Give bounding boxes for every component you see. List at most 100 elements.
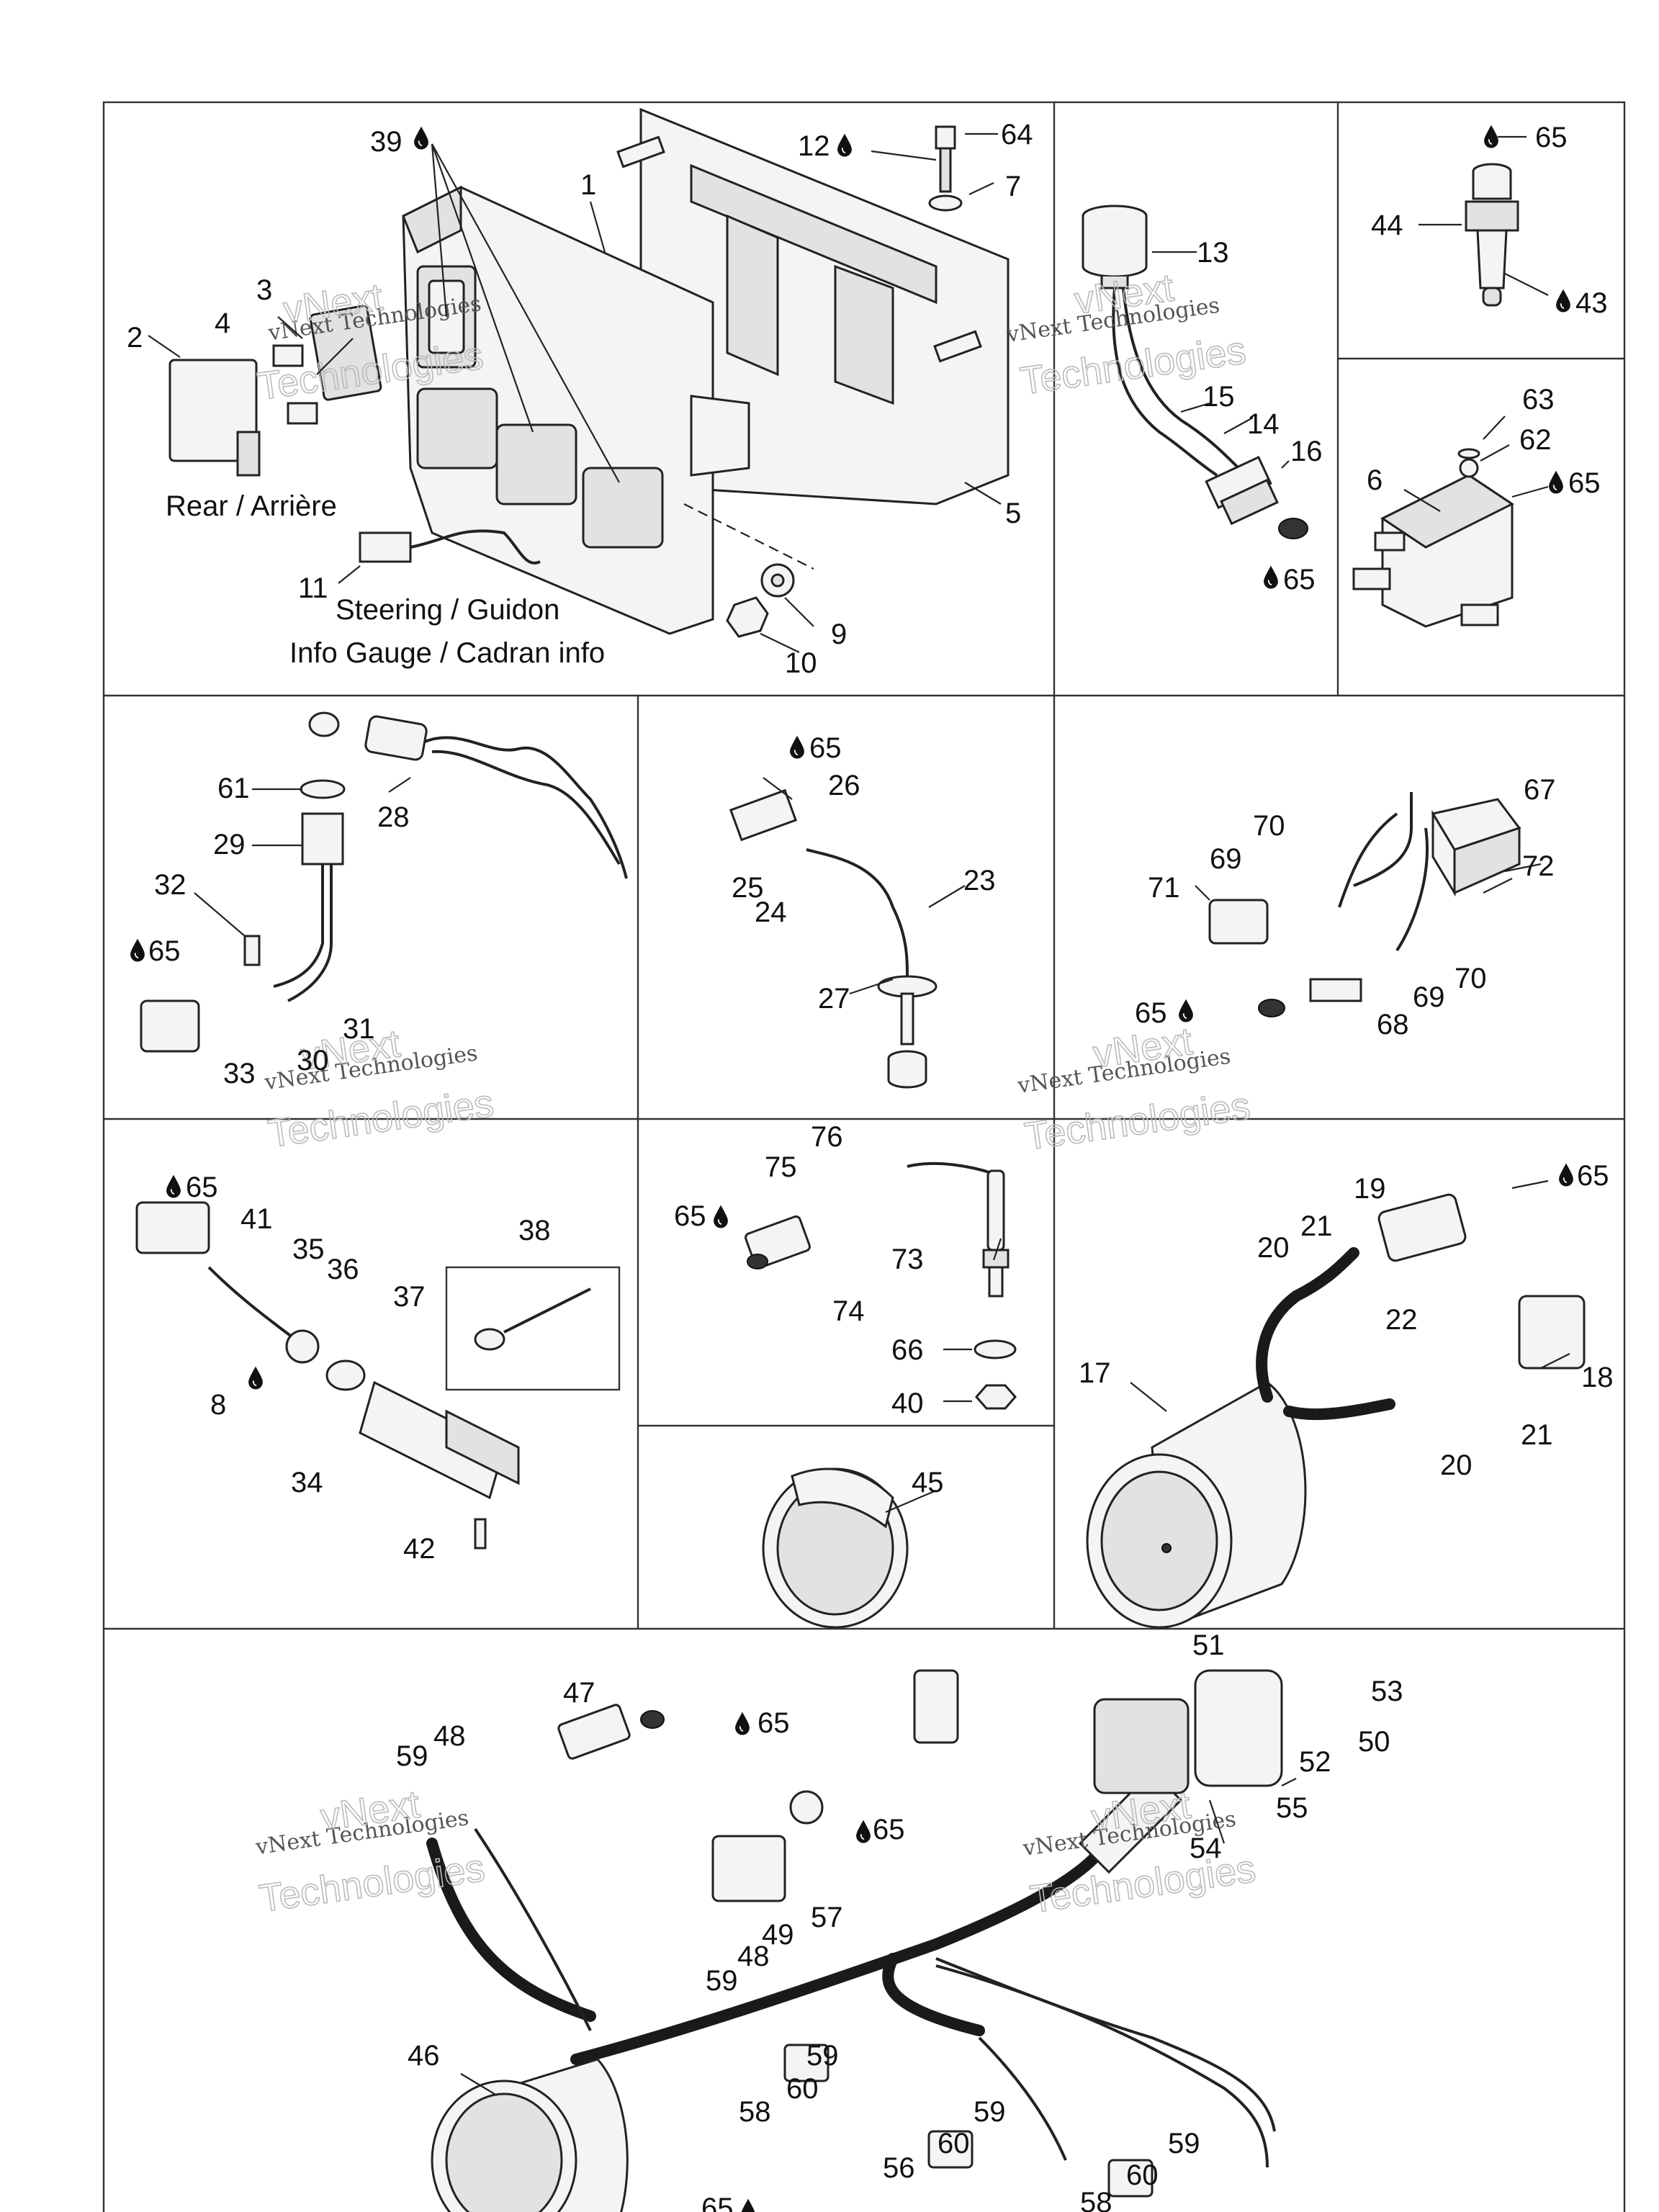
caption-steering: Steering / Guidon [336,594,559,626]
watermark-outline-bottom: Technologies [266,1082,497,1156]
watermark-outline-bottom: Technologies [1028,1847,1259,1921]
callout-57: 57 [811,1902,843,1933]
callout-26: 26 [828,770,860,801]
oil-drop-icon [855,1819,871,1843]
callout-58: 58 [1080,2187,1112,2212]
callout-65: 65 [757,1707,790,1739]
oil-drop-icon [1483,124,1499,148]
watermark-outline-bottom: Technologies [1022,1084,1253,1159]
callout-60: 60 [1126,2159,1159,2191]
oil-drop-icon [789,734,805,759]
oil-drop-icon [734,1711,750,1735]
callout-11: 11 [298,572,328,604]
oil-drop-icon [713,1204,729,1228]
callout-76: 76 [811,1121,843,1153]
callout-36: 36 [327,1254,359,1285]
oil-drop-icon [413,125,429,150]
panel-frames [102,101,1626,2212]
callout-70: 70 [1253,810,1285,842]
oil-drop-icon [1263,565,1279,589]
callout-61: 61 [217,773,250,804]
panel-tachometer-17 [1086,1193,1586,1629]
callout-65: 65 [1283,564,1316,595]
callout-30: 30 [297,1045,329,1076]
callout-39: 39 [370,126,403,158]
callout-65: 65 [674,1200,706,1232]
callout-40: 40 [891,1388,924,1419]
callout-48: 48 [433,1720,466,1752]
callout-41: 41 [240,1203,273,1235]
callout-50: 50 [1358,1726,1390,1758]
panel-ecm-module [168,107,1010,638]
callout-47: 47 [563,1677,595,1709]
callout-2: 2 [127,322,143,354]
oil-drop-icon [1555,288,1571,313]
caption-info-gauge: Info Gauge / Cadran info [289,637,605,669]
callout-7: 7 [1005,171,1021,202]
callout-14: 14 [1247,408,1280,440]
leader-lines [148,132,1570,2096]
callout-69: 69 [1210,843,1242,875]
callout-64: 64 [1001,119,1033,150]
callout-12: 12 [798,130,830,162]
callout-9: 9 [831,619,847,650]
panel-throttle-sensor [135,1201,621,1550]
callout-51: 51 [1192,1629,1225,1661]
callout-69: 69 [1413,981,1445,1013]
callout-65: 65 [1135,997,1167,1029]
callout-42: 42 [403,1533,436,1565]
callout-72: 72 [1522,850,1555,882]
callout-45: 45 [912,1467,944,1498]
callout-6: 6 [1367,464,1382,496]
callout-48: 48 [737,1941,770,1972]
callout-52: 52 [1299,1746,1331,1778]
callout-46: 46 [408,2040,440,2072]
oil-drop-icon [248,1365,264,1390]
callout-8: 8 [210,1389,226,1421]
callout-65: 65 [809,732,842,764]
panel-temp-sensor-73 [745,1161,1017,1410]
callout-37: 37 [393,1281,426,1313]
callout-21: 21 [1521,1419,1553,1451]
callout-63: 63 [1522,384,1555,415]
panel-harness-gauge [426,1669,1283,2212]
callout-27: 27 [818,983,850,1015]
callout-59: 59 [1168,2128,1200,2159]
callout-71: 71 [1148,872,1180,904]
callout-38: 38 [518,1215,551,1246]
panel-key-switch [140,711,628,1053]
callout-18: 18 [1581,1362,1614,1393]
callout-67: 67 [1524,774,1556,806]
callout-34: 34 [291,1467,323,1498]
panel-solenoid-6 [1352,448,1514,628]
callout-31: 31 [343,1013,375,1045]
callout-28: 28 [377,801,410,833]
callout-43: 43 [1575,287,1608,319]
oil-drop-icon [166,1174,181,1198]
callout-24: 24 [755,896,787,928]
caption-rear: Rear / Arrière [166,490,337,522]
callout-65: 65 [701,2193,734,2212]
panel-sensor-27 [729,788,938,1089]
panel-temperature-sensor [1082,204,1308,539]
callout-13: 13 [1197,237,1229,269]
callout-16: 16 [1290,436,1323,467]
oil-drop-icon [837,132,853,157]
callout-25: 25 [732,872,764,904]
callout-56: 56 [883,2152,915,2184]
callout-5: 5 [1005,498,1021,529]
callout-20: 20 [1440,1449,1473,1481]
callout-74: 74 [832,1295,865,1327]
callout-23: 23 [963,865,996,896]
callout-49: 49 [762,1919,794,1951]
panel-ring-45 [762,1467,909,1629]
callout-10: 10 [785,647,817,679]
callout-19: 19 [1354,1173,1386,1205]
callout-17: 17 [1079,1357,1111,1389]
callout-70: 70 [1455,963,1487,994]
callout-59: 59 [396,1740,428,1772]
callout-22: 22 [1385,1304,1418,1336]
callout-59: 59 [974,2096,1006,2128]
callout-59: 59 [806,2040,839,2072]
callout-62: 62 [1519,424,1552,456]
